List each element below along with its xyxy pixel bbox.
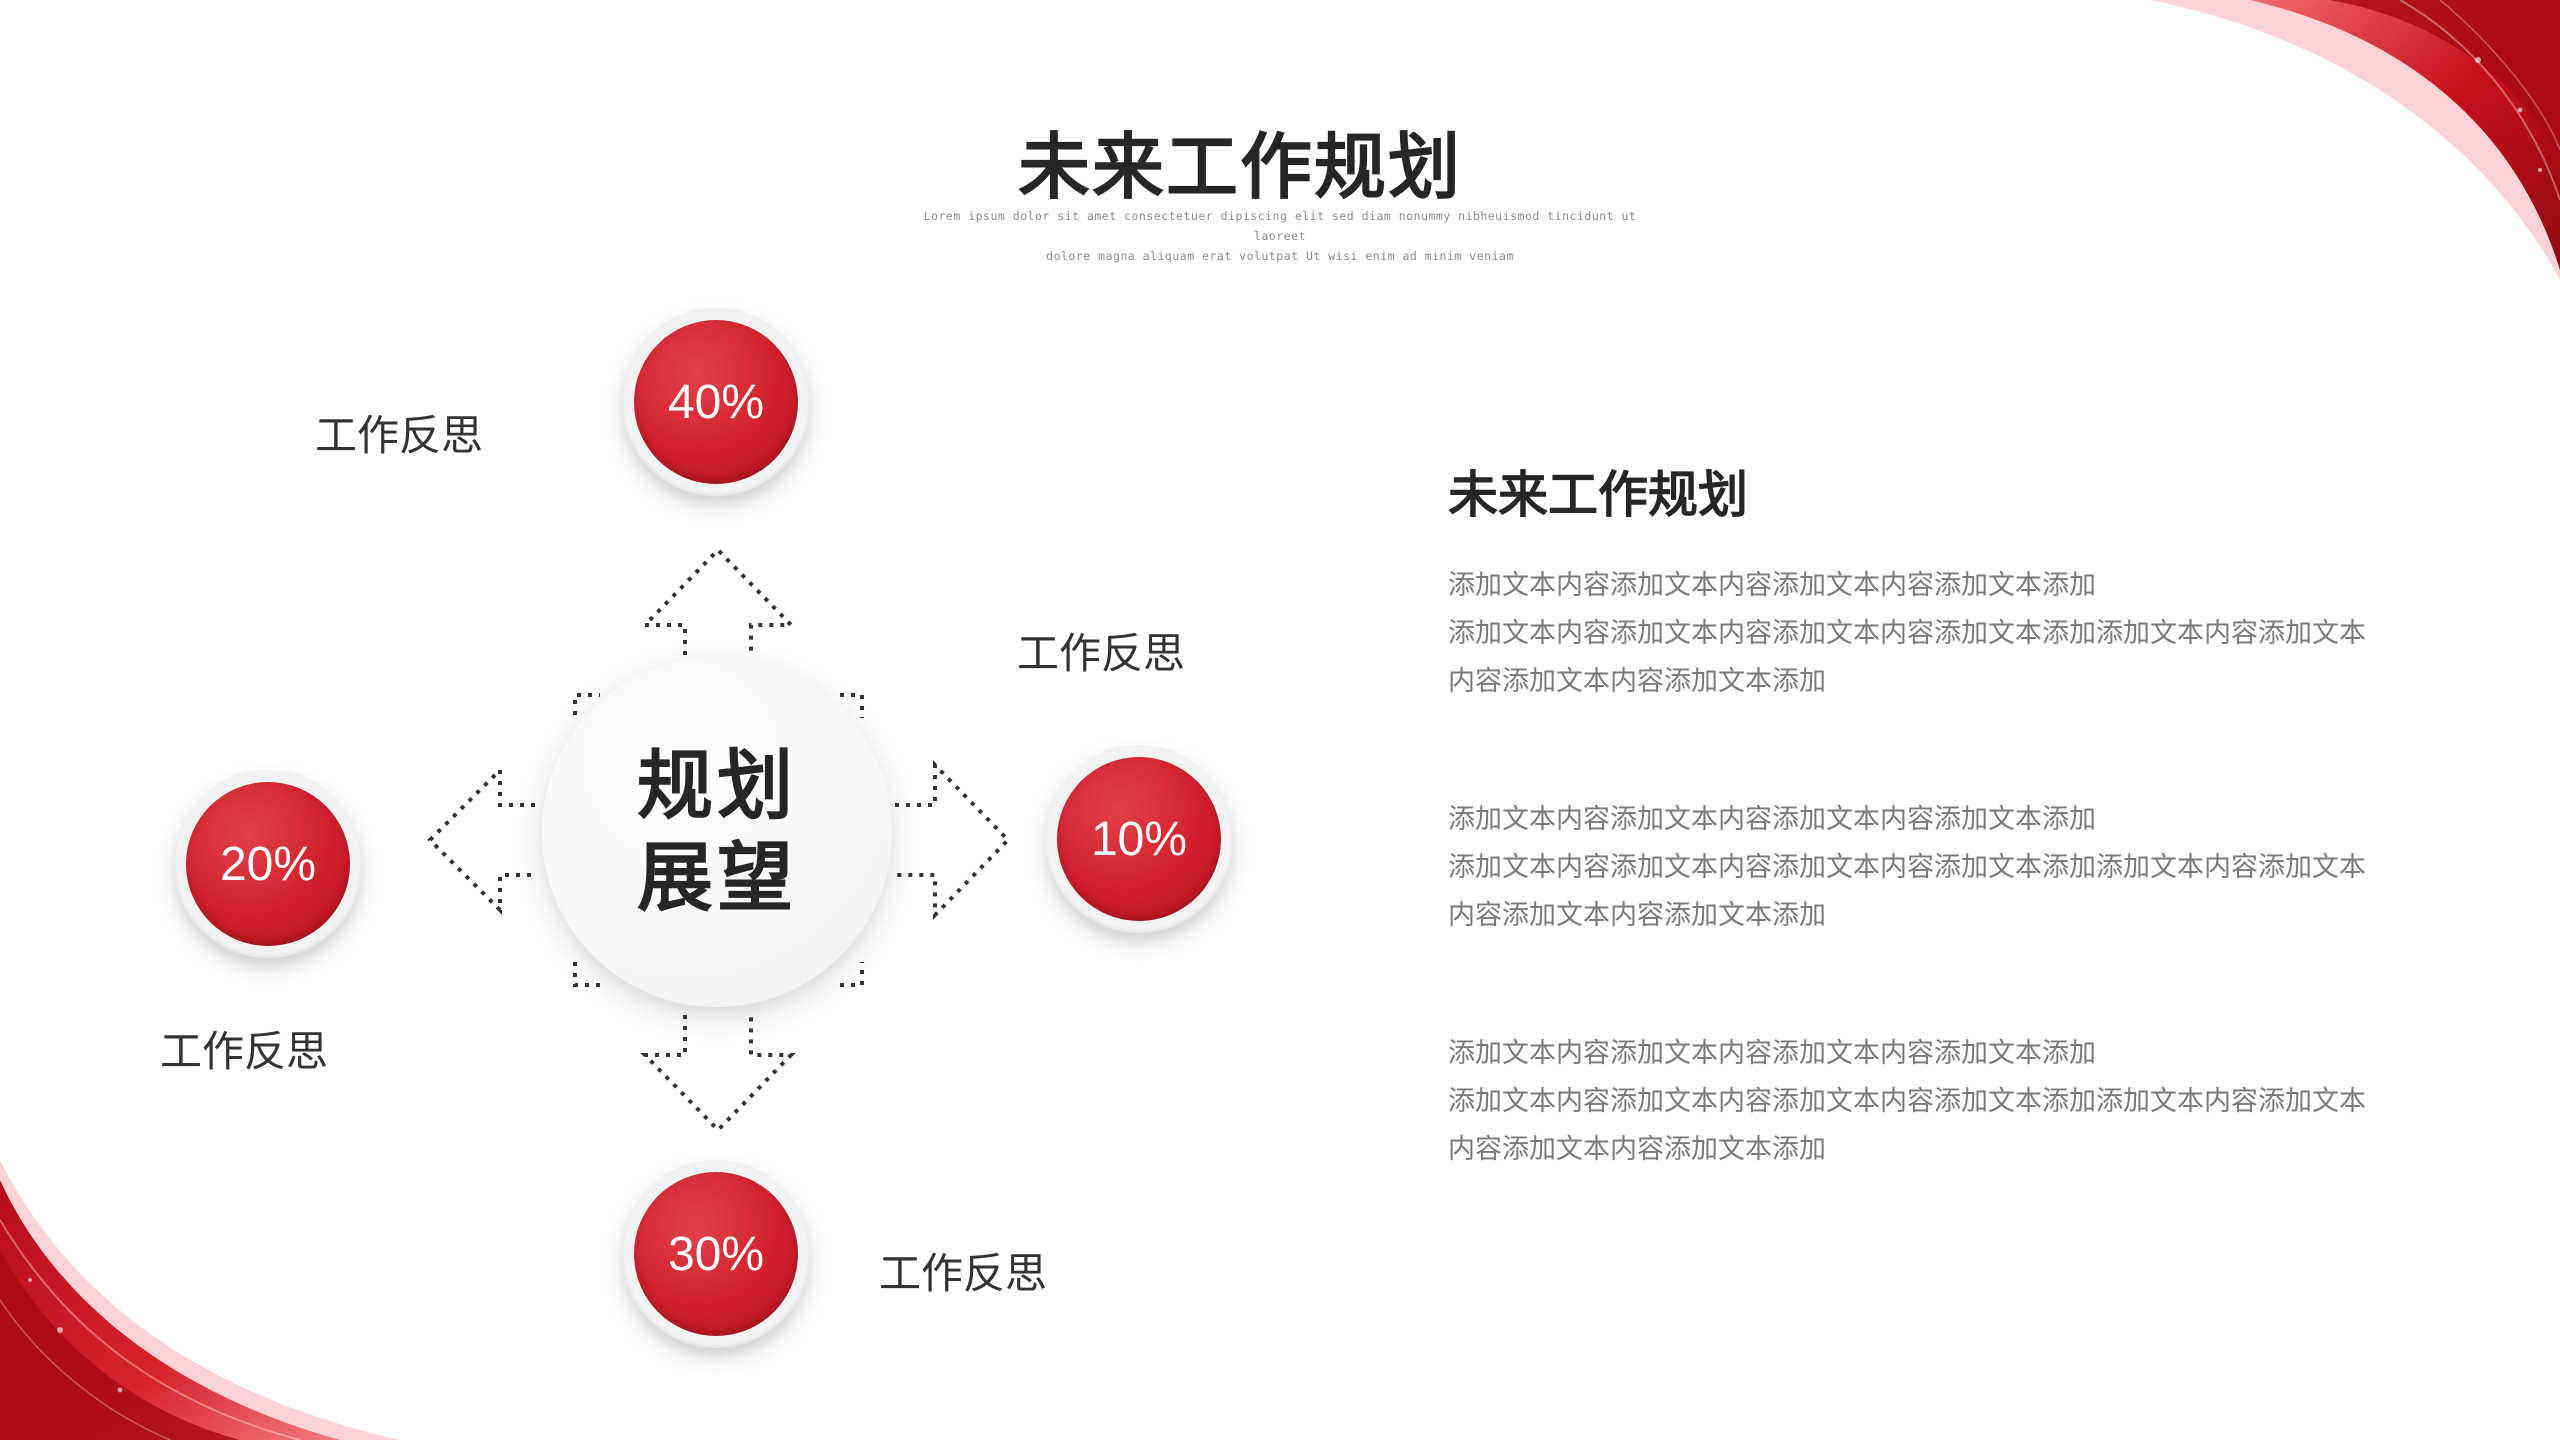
subtitle-line-1: Lorem ipsum dolor sit amet consectetuer … bbox=[923, 209, 1637, 243]
corner-bracket-bl bbox=[573, 962, 600, 987]
right-heading: 未来工作规划 bbox=[1448, 466, 1748, 524]
arrow-down bbox=[640, 1015, 796, 1133]
arrow-up bbox=[640, 547, 796, 655]
center-text-line-2: 展望 bbox=[637, 833, 797, 922]
corner-bracket-br bbox=[840, 962, 864, 987]
paragraph-3-line-1: 添加文本内容添加文本内容添加文本内容添加文本添加 bbox=[1448, 1038, 2096, 1069]
paragraph-2-line-3: 内容添加文本内容添加文本添加 bbox=[1448, 900, 1826, 931]
paragraph-1-line-3: 内容添加文本内容添加文本添加 bbox=[1448, 666, 1826, 697]
bottom-left-ribbon bbox=[0, 1160, 400, 1440]
node-right-value: 10% bbox=[1057, 757, 1221, 921]
center-circle: 规划 展望 bbox=[542, 657, 892, 1007]
node-top: 40% bbox=[622, 308, 810, 496]
node-top-label: 工作反思 bbox=[315, 411, 484, 460]
node-left: 20% bbox=[174, 770, 362, 958]
paragraph-2: 添加文本内容添加文本内容添加文本内容添加文本添加 添加文本内容添加文本内容添加文… bbox=[1448, 796, 2368, 940]
node-left-value: 20% bbox=[186, 782, 350, 946]
paragraph-3-line-3: 内容添加文本内容添加文本添加 bbox=[1448, 1134, 1826, 1165]
paragraph-3-line-2: 添加文本内容添加文本内容添加文本内容添加文本添加添加文本内容添加文本 bbox=[1448, 1086, 2366, 1117]
paragraph-1: 添加文本内容添加文本内容添加文本内容添加文本添加 添加文本内容添加文本内容添加文… bbox=[1448, 562, 2368, 706]
node-left-label: 工作反思 bbox=[160, 1027, 329, 1076]
paragraph-1-line-2: 添加文本内容添加文本内容添加文本内容添加文本添加添加文本内容添加文本 bbox=[1448, 618, 2366, 649]
paragraph-2-line-1: 添加文本内容添加文本内容添加文本内容添加文本添加 bbox=[1448, 804, 2096, 835]
page-title: 未来工作规划 bbox=[1017, 125, 1462, 209]
arrow-left bbox=[427, 765, 535, 915]
node-bottom-label: 工作反思 bbox=[879, 1249, 1048, 1298]
paragraph-2-line-2: 添加文本内容添加文本内容添加文本内容添加文本添加添加文本内容添加文本 bbox=[1448, 852, 2366, 883]
center-text-line-1: 规划 bbox=[637, 741, 797, 830]
node-bottom: 30% bbox=[622, 1160, 810, 1348]
subtitle: Lorem ipsum dolor sit amet consectetuer … bbox=[900, 206, 1660, 266]
arrow-right bbox=[895, 760, 1011, 920]
node-right: 10% bbox=[1045, 745, 1233, 933]
node-right-label: 工作反思 bbox=[1017, 629, 1186, 678]
paragraph-1-line-1: 添加文本内容添加文本内容添加文本内容添加文本添加 bbox=[1448, 570, 2096, 601]
node-bottom-value: 30% bbox=[634, 1172, 798, 1336]
node-top-value: 40% bbox=[634, 320, 798, 484]
paragraph-3: 添加文本内容添加文本内容添加文本内容添加文本添加 添加文本内容添加文本内容添加文… bbox=[1448, 1030, 2368, 1174]
subtitle-line-2: dolore magna aliquam erat volutpat Ut wi… bbox=[1046, 249, 1514, 263]
